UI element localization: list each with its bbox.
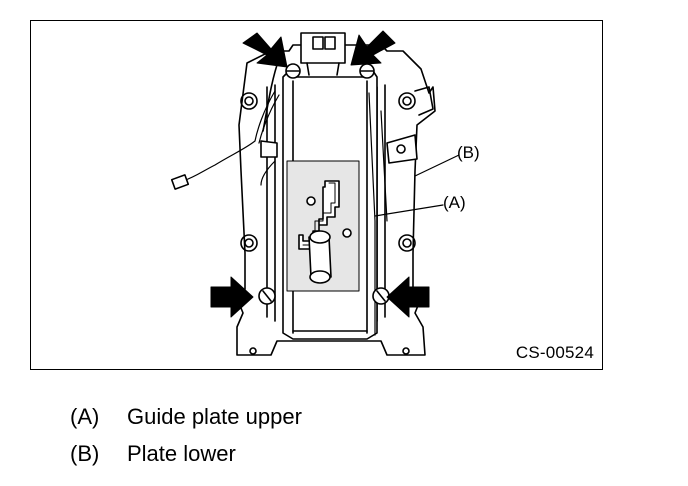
legend-item-b: (B) Plate lower [70, 435, 302, 472]
leader-b [414, 154, 460, 177]
arrow-bottom-right [386, 276, 430, 318]
leader-a [374, 204, 444, 217]
figure-code: CS-00524 [515, 343, 594, 362]
arrow-top-right [350, 30, 396, 66]
shift-lever [308, 230, 332, 284]
pointer-arrows [210, 30, 430, 318]
callout-b-label: (B) [457, 143, 480, 162]
shifter-assembly-drawing [170, 30, 460, 356]
fastener-bolts [258, 63, 390, 305]
side-bracket [386, 86, 434, 164]
legend-key-a: (A) [70, 404, 100, 429]
mounting-holes [240, 53, 416, 355]
legend-item-a: (A) Guide plate upper [70, 398, 302, 435]
gate-slot [298, 180, 340, 250]
figure-frame: (B) (A) CS-00524 [30, 20, 603, 370]
legend-text-a: Guide plate upper [127, 404, 302, 429]
wire-harness [170, 90, 280, 190]
legend-key-b: (B) [70, 441, 100, 466]
top-connector [262, 32, 346, 132]
arrow-bottom-left [210, 276, 254, 318]
legend: (A) Guide plate upper (B) Plate lower [70, 398, 302, 472]
legend-text-b: Plate lower [127, 441, 236, 466]
arrow-top-left [242, 32, 288, 68]
callout-a-label: (A) [443, 193, 466, 212]
